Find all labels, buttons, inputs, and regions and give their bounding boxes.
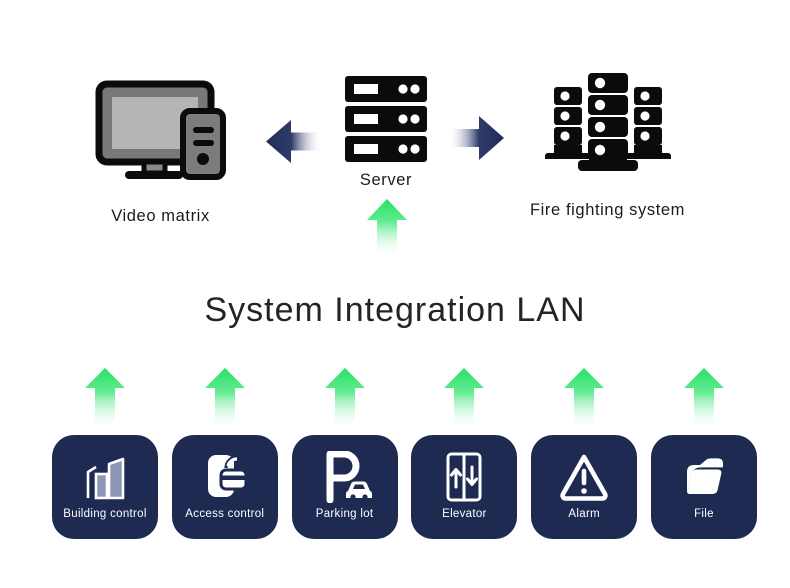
parking-icon: [316, 450, 374, 504]
module-column-file: File: [650, 368, 757, 539]
green-arrow-up-icon: [204, 368, 245, 435]
module-label: Alarm: [568, 508, 600, 521]
page-title: System Integration LAN: [204, 291, 586, 329]
node-label-video-matrix: Video matrix: [111, 207, 210, 225]
elevator-icon: [438, 450, 490, 504]
module-parking-lot: Parking lot: [291, 435, 398, 539]
folder-icon: [677, 450, 731, 504]
green-arrow-up-icon: [324, 368, 365, 435]
node-video-matrix: Video matrix: [78, 80, 243, 226]
module-label: Building control: [63, 508, 147, 521]
node-fire-fighting-system: Fire fighting system: [505, 73, 710, 220]
server-rack-icon: [338, 76, 434, 163]
access-card-icon: [199, 450, 251, 504]
module-column-elevator: Elevator: [411, 368, 518, 539]
navy-arrow-left-icon: [266, 119, 322, 169]
module-building-control: Building control: [52, 435, 158, 539]
module-elevator: Elevator: [411, 435, 518, 539]
module-alarm: Alarm: [531, 435, 638, 539]
module-access-control: Access control: [171, 435, 278, 539]
node-label-fire-fighting-system: Fire fighting system: [529, 201, 686, 219]
module-label: Parking lot: [315, 508, 374, 521]
modules-row: Building control Ac: [52, 368, 757, 539]
desktop-computer-icon: [78, 80, 243, 180]
module-label: Access control: [185, 508, 265, 521]
building-icon: [79, 450, 131, 504]
green-arrow-up-icon: [564, 368, 605, 435]
server-cluster-icon: [505, 73, 710, 173]
green-arrow-up-icon: [85, 368, 125, 435]
module-label: File: [694, 508, 714, 521]
alarm-warning-icon: [557, 450, 611, 504]
module-column-access-control: Access control: [171, 368, 278, 539]
green-arrow-up-icon: [444, 368, 485, 435]
module-file: File: [650, 435, 757, 539]
module-column-alarm: Alarm: [531, 368, 638, 539]
node-server: Server: [338, 76, 434, 190]
module-column-building-control: Building control: [52, 368, 158, 539]
green-arrow-up-icon: [683, 368, 724, 435]
module-column-parking-lot: Parking lot: [291, 368, 398, 539]
module-label: Elevator: [442, 508, 487, 521]
green-arrow-up-icon: [367, 199, 407, 263]
navy-arrow-right-icon: [448, 114, 504, 167]
node-label-server: Server: [359, 171, 413, 189]
